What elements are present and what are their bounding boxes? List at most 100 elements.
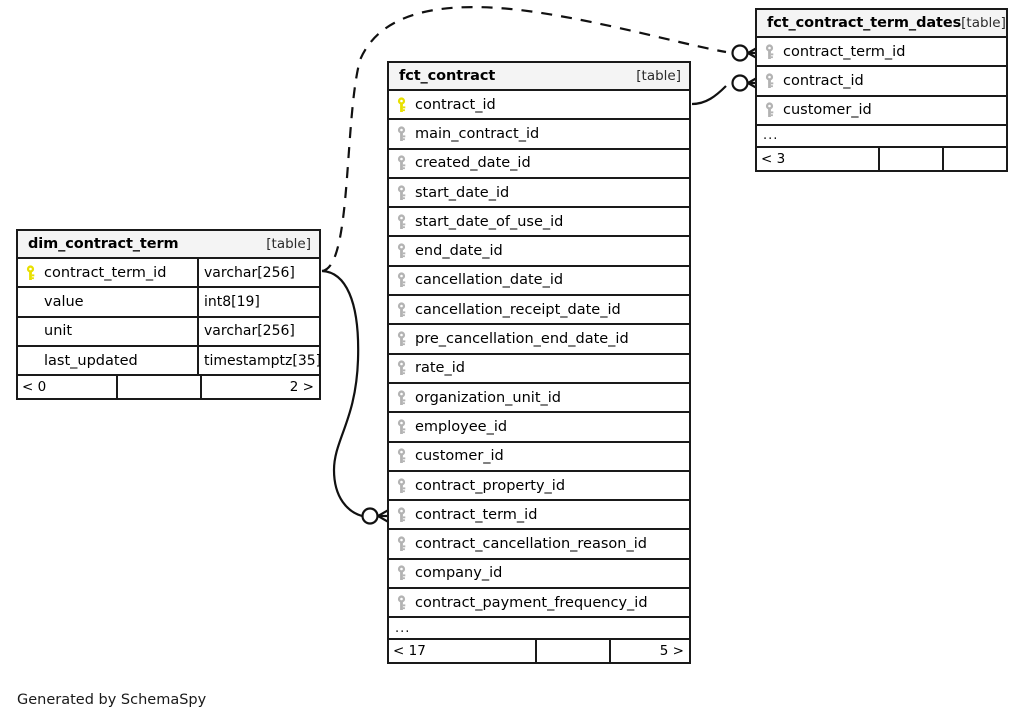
column-name: company_id <box>415 565 503 582</box>
table-row[interactable]: contract_id <box>389 91 689 121</box>
table-footer-dim-contract-term: < 0 2 > <box>18 376 319 399</box>
column-name: main_contract_id <box>415 125 540 142</box>
column-type: int8[19] <box>197 288 319 316</box>
column-name: start_date_of_use_id <box>415 213 564 230</box>
table-type-tag: [table] <box>961 15 1006 31</box>
table-header-fct-contract-term-dates: fct_contract_term_dates [table] <box>757 10 1006 38</box>
column-type: timestamptz[35] <box>197 346 321 375</box>
table-row[interactable]: unit varchar[256] <box>18 317 319 347</box>
foreign-key-icon <box>395 214 408 230</box>
footer-incoming-count[interactable]: < 0 <box>22 379 47 396</box>
column-name: cancellation_date_id <box>415 272 564 289</box>
table-row[interactable]: start_date_of_use_id <box>389 208 689 238</box>
footer-outgoing-count[interactable]: 5 > <box>609 640 689 663</box>
foreign-key-icon <box>395 155 408 171</box>
primary-key-icon <box>24 265 37 281</box>
foreign-key-icon <box>395 126 408 142</box>
table-row[interactable]: organization_unit_id <box>389 384 689 414</box>
primary-key-icon <box>395 97 408 113</box>
table-row[interactable]: contract_property_id <box>389 472 689 502</box>
table-footer-fct-contract: < 17 5 > <box>389 640 689 663</box>
more-columns-ellipsis: ... <box>757 126 1006 148</box>
table-row[interactable]: start_date_id <box>389 179 689 209</box>
foreign-key-icon <box>395 419 408 435</box>
column-name-cell: customer_id <box>389 443 689 470</box>
foreign-key-icon <box>395 302 408 318</box>
footer-outgoing-count[interactable] <box>942 147 1006 170</box>
table-row[interactable]: company_id <box>389 560 689 590</box>
column-name-cell: start_date_of_use_id <box>389 208 689 235</box>
column-name: contract_term_id <box>415 506 538 523</box>
table-title: fct_contract <box>399 68 496 84</box>
foreign-key-icon <box>395 448 408 464</box>
column-name: customer_id <box>783 102 872 119</box>
foreign-key-icon <box>395 595 408 611</box>
footer-incoming-count[interactable]: < 3 <box>761 150 786 167</box>
footer-outgoing-count[interactable]: 2 > <box>200 376 319 399</box>
table-row[interactable]: contract_id <box>757 67 1006 97</box>
table-row[interactable]: customer_id <box>757 97 1006 126</box>
column-name-cell: employee_id <box>389 413 689 440</box>
column-name: last_updated <box>44 352 138 369</box>
table-row[interactable]: main_contract_id <box>389 120 689 150</box>
table-fct-contract[interactable]: fct_contract [table] contract_id main_con… <box>387 61 691 665</box>
table-header-dim-contract-term: dim_contract_term [table] <box>18 231 319 259</box>
table-row[interactable]: created_date_id <box>389 150 689 179</box>
column-name: customer_id <box>415 448 504 465</box>
column-name-cell: pre_cancellation_end_date_id <box>389 325 689 352</box>
table-type-tag: [table] <box>266 236 311 252</box>
table-row[interactable]: employee_id <box>389 413 689 443</box>
column-name-cell: value <box>18 288 197 315</box>
edge-dim-contract-term-to-fct-contract <box>321 269 363 518</box>
foreign-key-icon <box>395 507 408 523</box>
more-columns-ellipsis: ... <box>389 618 689 641</box>
column-name-cell: contract_payment_frequency_id <box>389 589 689 616</box>
table-row[interactable]: cancellation_receipt_date_id <box>389 296 689 326</box>
table-row[interactable]: pre_cancellation_end_date_id <box>389 325 689 355</box>
table-row[interactable]: contract_payment_frequency_id <box>389 589 689 619</box>
footer-middle <box>535 640 609 663</box>
generated-by-credit: Generated by SchemaSpy <box>17 692 207 708</box>
column-indent-spacer <box>24 331 44 332</box>
column-name-cell: cancellation_receipt_date_id <box>389 296 689 323</box>
table-row[interactable]: rate_id <box>389 355 689 384</box>
column-name: rate_id <box>415 360 465 377</box>
table-row[interactable]: last_updated timestamptz[35] <box>18 346 321 377</box>
table-dim-contract-term[interactable]: dim_contract_term [table] contract_term_… <box>16 229 321 401</box>
table-title: dim_contract_term <box>28 236 179 252</box>
table-footer-fct-contract-term-dates: < 3 <box>757 147 1006 170</box>
column-name-cell: end_date_id <box>389 237 689 264</box>
foreign-key-icon <box>395 536 408 552</box>
foreign-key-icon <box>395 243 408 259</box>
table-title: fct_contract_term_dates <box>767 15 962 31</box>
column-name-cell: unit <box>18 318 197 345</box>
table-fct-contract-term-dates[interactable]: fct_contract_term_dates [table] contract… <box>755 8 1008 172</box>
table-row[interactable]: customer_id <box>389 443 689 472</box>
table-header-fct-contract: fct_contract [table] <box>389 63 689 91</box>
table-row[interactable]: contract_term_id <box>757 38 1006 68</box>
column-name: contract_term_id <box>783 43 906 60</box>
column-name-cell: contract_property_id <box>389 472 689 499</box>
column-name-cell: contract_term_id <box>389 501 689 528</box>
foreign-key-icon <box>395 184 408 201</box>
footer-incoming-count[interactable]: < 17 <box>393 643 426 660</box>
column-name: cancellation_receipt_date_id <box>415 301 621 318</box>
column-type: varchar[256] <box>197 317 319 345</box>
foreign-key-icon <box>395 331 408 347</box>
table-row[interactable]: end_date_id <box>389 237 689 267</box>
foreign-key-icon <box>395 390 408 406</box>
column-name-cell: contract_cancellation_reason_id <box>389 530 689 557</box>
table-row[interactable]: contract_term_id <box>389 501 689 531</box>
column-name: contract_id <box>415 96 496 113</box>
column-name: contract_cancellation_reason_id <box>415 536 647 553</box>
column-name-cell: contract_term_id <box>757 38 1006 65</box>
foreign-key-icon <box>763 73 776 89</box>
table-row[interactable]: contract_cancellation_reason_id <box>389 530 689 560</box>
column-name: unit <box>44 323 73 340</box>
table-row[interactable]: cancellation_date_id <box>389 267 689 297</box>
foreign-key-icon <box>763 102 776 118</box>
